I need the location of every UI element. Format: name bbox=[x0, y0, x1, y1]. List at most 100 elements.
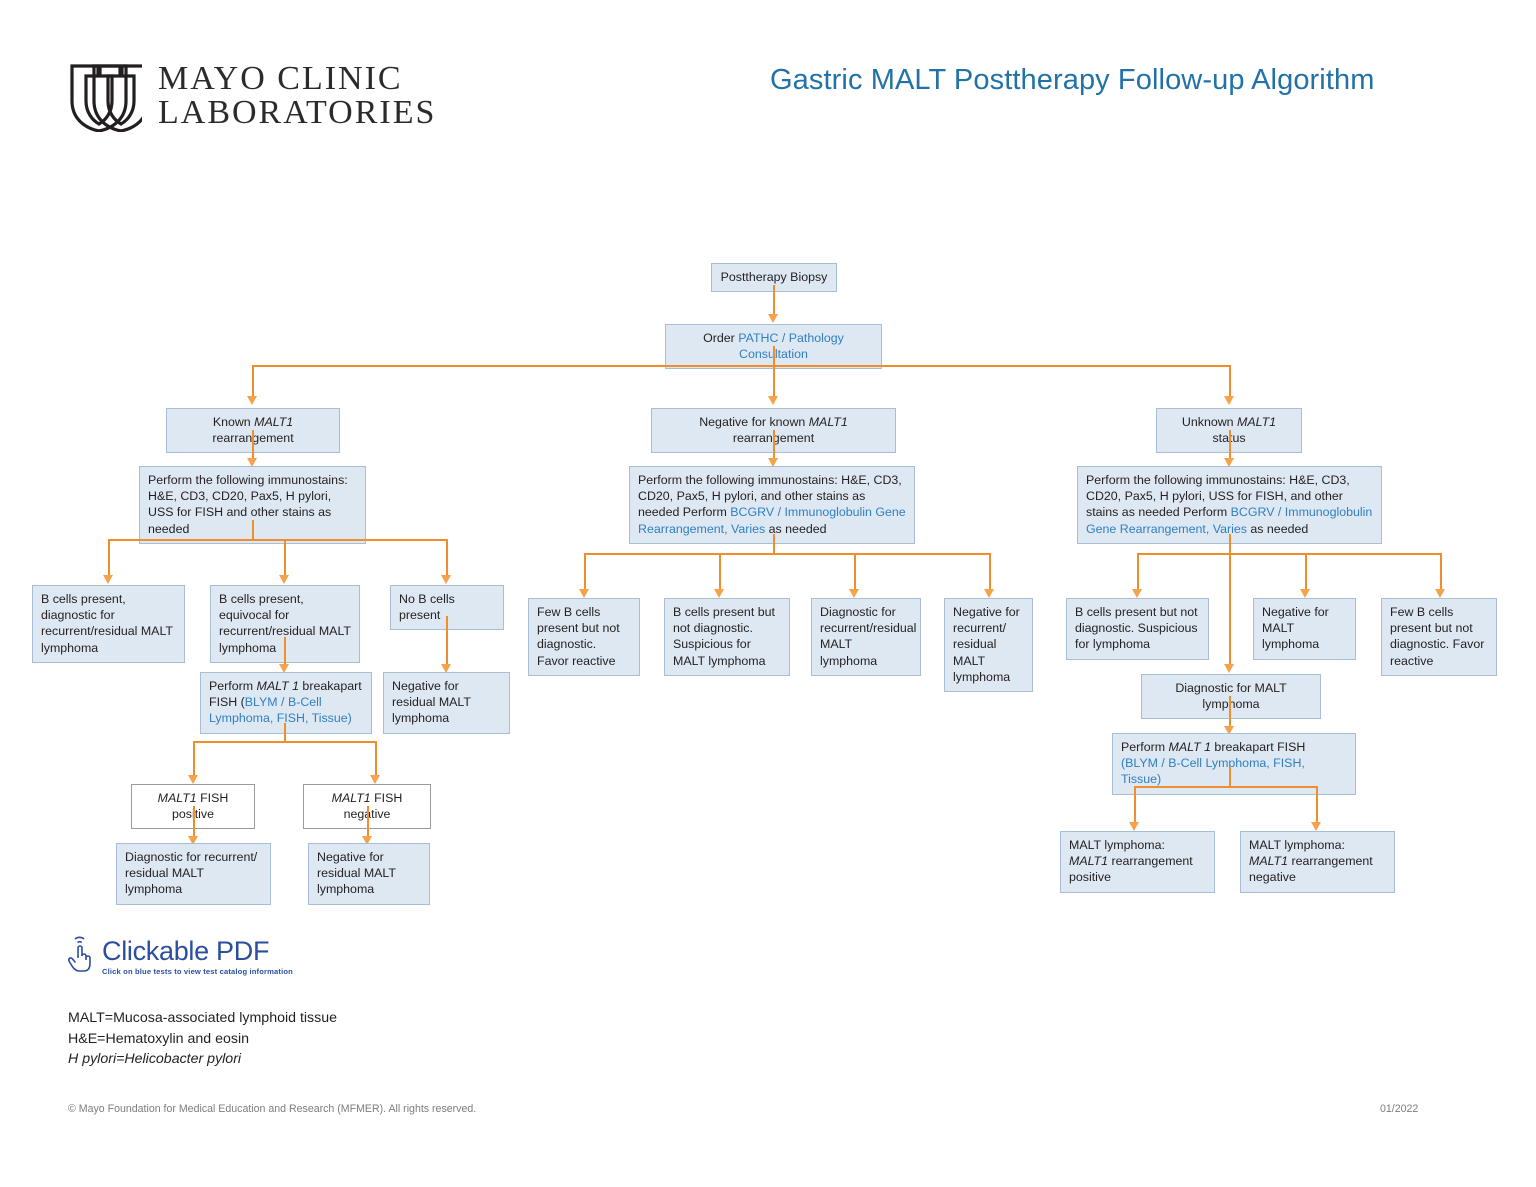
gene-name: MALT1 bbox=[157, 791, 197, 805]
connector-left-fish-neg bbox=[375, 741, 377, 777]
connector-left-out3-to-negative bbox=[446, 616, 448, 669]
node-middle-outcome-2: B cells present but not diagnostic. Susp… bbox=[664, 598, 790, 676]
arrow-right-out1 bbox=[1132, 589, 1142, 598]
clickable-pdf-subtitle: Click on blue tests to view test catalog… bbox=[102, 967, 293, 976]
node-left-outcome-1: B cells present, diagnostic for recurren… bbox=[32, 585, 185, 663]
connector-fishneg-to-result bbox=[367, 806, 369, 839]
connector-order-split bbox=[252, 365, 1230, 367]
arrow-right-fish-pos bbox=[1129, 822, 1139, 831]
node-label: B cells present, diagnostic for recurren… bbox=[41, 592, 173, 655]
node-label: Negative for residual MALT lymphoma bbox=[392, 679, 471, 726]
arrow-right-to-diagnostic bbox=[1224, 664, 1234, 673]
connector-right-fish-pos bbox=[1134, 786, 1136, 824]
arrow-to-middle-branch bbox=[768, 396, 778, 405]
node-label: B cells present, equivocal for recurrent… bbox=[219, 592, 351, 655]
node-label: Diagnostic for recurrent/residual MALT l… bbox=[820, 605, 917, 668]
gene-name: MALT1 bbox=[1249, 854, 1289, 869]
label-prefix: Perform bbox=[209, 679, 257, 693]
connector-mid-out3 bbox=[854, 553, 856, 591]
legend-line-3: H pylori=Helicobacter pylori bbox=[68, 1051, 242, 1067]
link-blym[interactable]: BLYM / B-Cell Lymphoma, FISH, Tissue bbox=[209, 695, 348, 726]
arrow-left-fish-pos bbox=[188, 775, 198, 784]
arrow-left-out2-to-fish bbox=[279, 664, 289, 673]
connector-mid-split bbox=[584, 553, 989, 555]
node-right-outcome-2: Negative for MALT lymphoma bbox=[1253, 598, 1356, 660]
legend-line-2: H&E=Hematoxylin and eosin bbox=[68, 1030, 249, 1047]
label-rest: rearrangement positive bbox=[1069, 854, 1193, 885]
arrow-left-out1 bbox=[103, 575, 113, 584]
label-rest: FISH negative bbox=[344, 791, 403, 821]
node-right-diagnostic-malt: Diagnostic for MALT lymphoma bbox=[1141, 674, 1321, 720]
logo-line-1: MAYO CLINIC bbox=[158, 60, 403, 97]
label-mid: breakapart FISH ( bbox=[209, 679, 362, 710]
arrow-left-out3 bbox=[441, 575, 451, 584]
connector-mid-out2 bbox=[719, 553, 721, 591]
arrow-right-fish-neg bbox=[1311, 822, 1321, 831]
arrow-right-header-to-stains bbox=[1224, 458, 1234, 467]
gene-name: MALT1 bbox=[331, 791, 371, 805]
clickable-pdf-title: Clickable PDF bbox=[102, 936, 270, 966]
node-right-perform-malt1-fish: Perform MALT 1 breakapart FISH(BLYM / B-… bbox=[1112, 733, 1356, 795]
connector-right-to-diagnostic bbox=[1229, 553, 1231, 669]
node-middle-outcome-1: Few B cells present but not diagnostic. … bbox=[528, 598, 640, 676]
gene-name: MALT 1 bbox=[1168, 740, 1211, 754]
connector-left-header-to-stains bbox=[252, 430, 254, 463]
node-label: Posttherapy Biopsy bbox=[720, 270, 828, 284]
connector-to-left-branch bbox=[252, 365, 254, 398]
connector-right-out2 bbox=[1305, 553, 1307, 591]
connector-right-out1 bbox=[1137, 553, 1139, 591]
copyright-notice: © Mayo Foundation for Medical Education … bbox=[68, 1103, 477, 1115]
connector-right-fish-trunk bbox=[1229, 767, 1231, 787]
link-bcgrv-right[interactable]: BCGRV / Immunoglobulin Gene Rearrangemen… bbox=[1086, 505, 1373, 536]
connector-right-diag-to-fish bbox=[1229, 696, 1231, 729]
link-pathc[interactable]: PATHC / Pathology Consultation bbox=[738, 331, 844, 361]
node-label: Negative for residual MALT lymphoma bbox=[317, 850, 396, 897]
arrow-left-header-to-stains bbox=[247, 458, 257, 467]
connector-left-fish-trunk bbox=[284, 723, 286, 742]
connector-left-out2 bbox=[284, 539, 286, 577]
node-right-outcome-3: Few B cells present but not diagnostic. … bbox=[1381, 598, 1497, 676]
link-blym-right[interactable]: (BLYM / B-Cell Lymphoma, FISH, Tissue) bbox=[1121, 756, 1305, 787]
abbreviation-legend: MALT=Mucosa-associated lymphoid tissue H… bbox=[68, 1008, 337, 1070]
node-label: Few B cells present but not diagnostic. … bbox=[537, 605, 620, 668]
link-bcgrv-middle[interactable]: BCGRV / Immunoglobulin Gene Rearrangemen… bbox=[638, 505, 906, 536]
node-label: B cells present but not diagnostic. Susp… bbox=[1075, 605, 1198, 652]
connector-right-fish-neg bbox=[1316, 786, 1318, 824]
connector-right-header-to-stains bbox=[1229, 430, 1231, 463]
label-rest: rearrangement negative bbox=[1249, 854, 1373, 885]
connector-left-out3 bbox=[446, 539, 448, 577]
connector-to-right-branch bbox=[1229, 365, 1231, 398]
node-label: Few B cells present but not diagnostic. … bbox=[1390, 605, 1485, 668]
node-label: No B cells present bbox=[399, 592, 455, 623]
connector-fishpos-to-result bbox=[193, 806, 195, 839]
label-prefix: Perform the following immunostains: H&E,… bbox=[1086, 473, 1350, 520]
label-prefix: Perform the following immunostains: H&E,… bbox=[638, 473, 902, 520]
connector-mid-stains-trunk bbox=[773, 534, 775, 554]
label-prefix: Unknown bbox=[1181, 415, 1238, 429]
arrow-left-out2 bbox=[279, 575, 289, 584]
label-lead: MALT lymphoma: bbox=[1249, 838, 1345, 852]
node-left-perform-malt1-fish: Perform MALT 1 breakapart FISH (BLYM / B… bbox=[200, 672, 372, 734]
document-date: 01/2022 bbox=[1380, 1103, 1419, 1115]
clickable-pdf-badge[interactable]: Clickable PDF Click on blue tests to vie… bbox=[66, 936, 293, 976]
label-suffix: ) bbox=[347, 711, 352, 726]
connector-mid-out1 bbox=[584, 553, 586, 591]
arrow-fishneg-to-result bbox=[362, 836, 372, 845]
mayo-clinic-laboratories-logo: MAYO CLINIC LABORATORIES bbox=[68, 60, 436, 132]
connector-left-split bbox=[108, 539, 447, 541]
page-title: Gastric MALT Posttherapy Follow-up Algor… bbox=[770, 64, 1375, 96]
connector-right-stains-trunk bbox=[1229, 534, 1231, 554]
node-label: B cells present but not diagnostic. Susp… bbox=[673, 605, 775, 668]
label-suffix: as needed bbox=[765, 521, 827, 536]
pointing-hand-tap-icon bbox=[67, 936, 91, 972]
node-middle-outcome-3: Diagnostic for recurrent/residual MALT l… bbox=[811, 598, 921, 676]
node-right-immunostains: Perform the following immunostains: H&E,… bbox=[1077, 466, 1382, 544]
node-left-negative-residual: Negative for residual MALT lymphoma bbox=[383, 672, 510, 734]
node-label: Negative for recurrent/ residual MALT ly… bbox=[953, 605, 1020, 684]
connector-left-fish-split bbox=[193, 741, 375, 743]
label-suffix: as needed bbox=[1246, 521, 1309, 536]
label-lead: MALT lymphoma: bbox=[1069, 838, 1165, 852]
node-label: Perform the following immunostains: H&E,… bbox=[148, 473, 348, 536]
label-mid: breakapart FISH bbox=[1210, 740, 1306, 754]
arrow-right-out3 bbox=[1435, 589, 1445, 598]
